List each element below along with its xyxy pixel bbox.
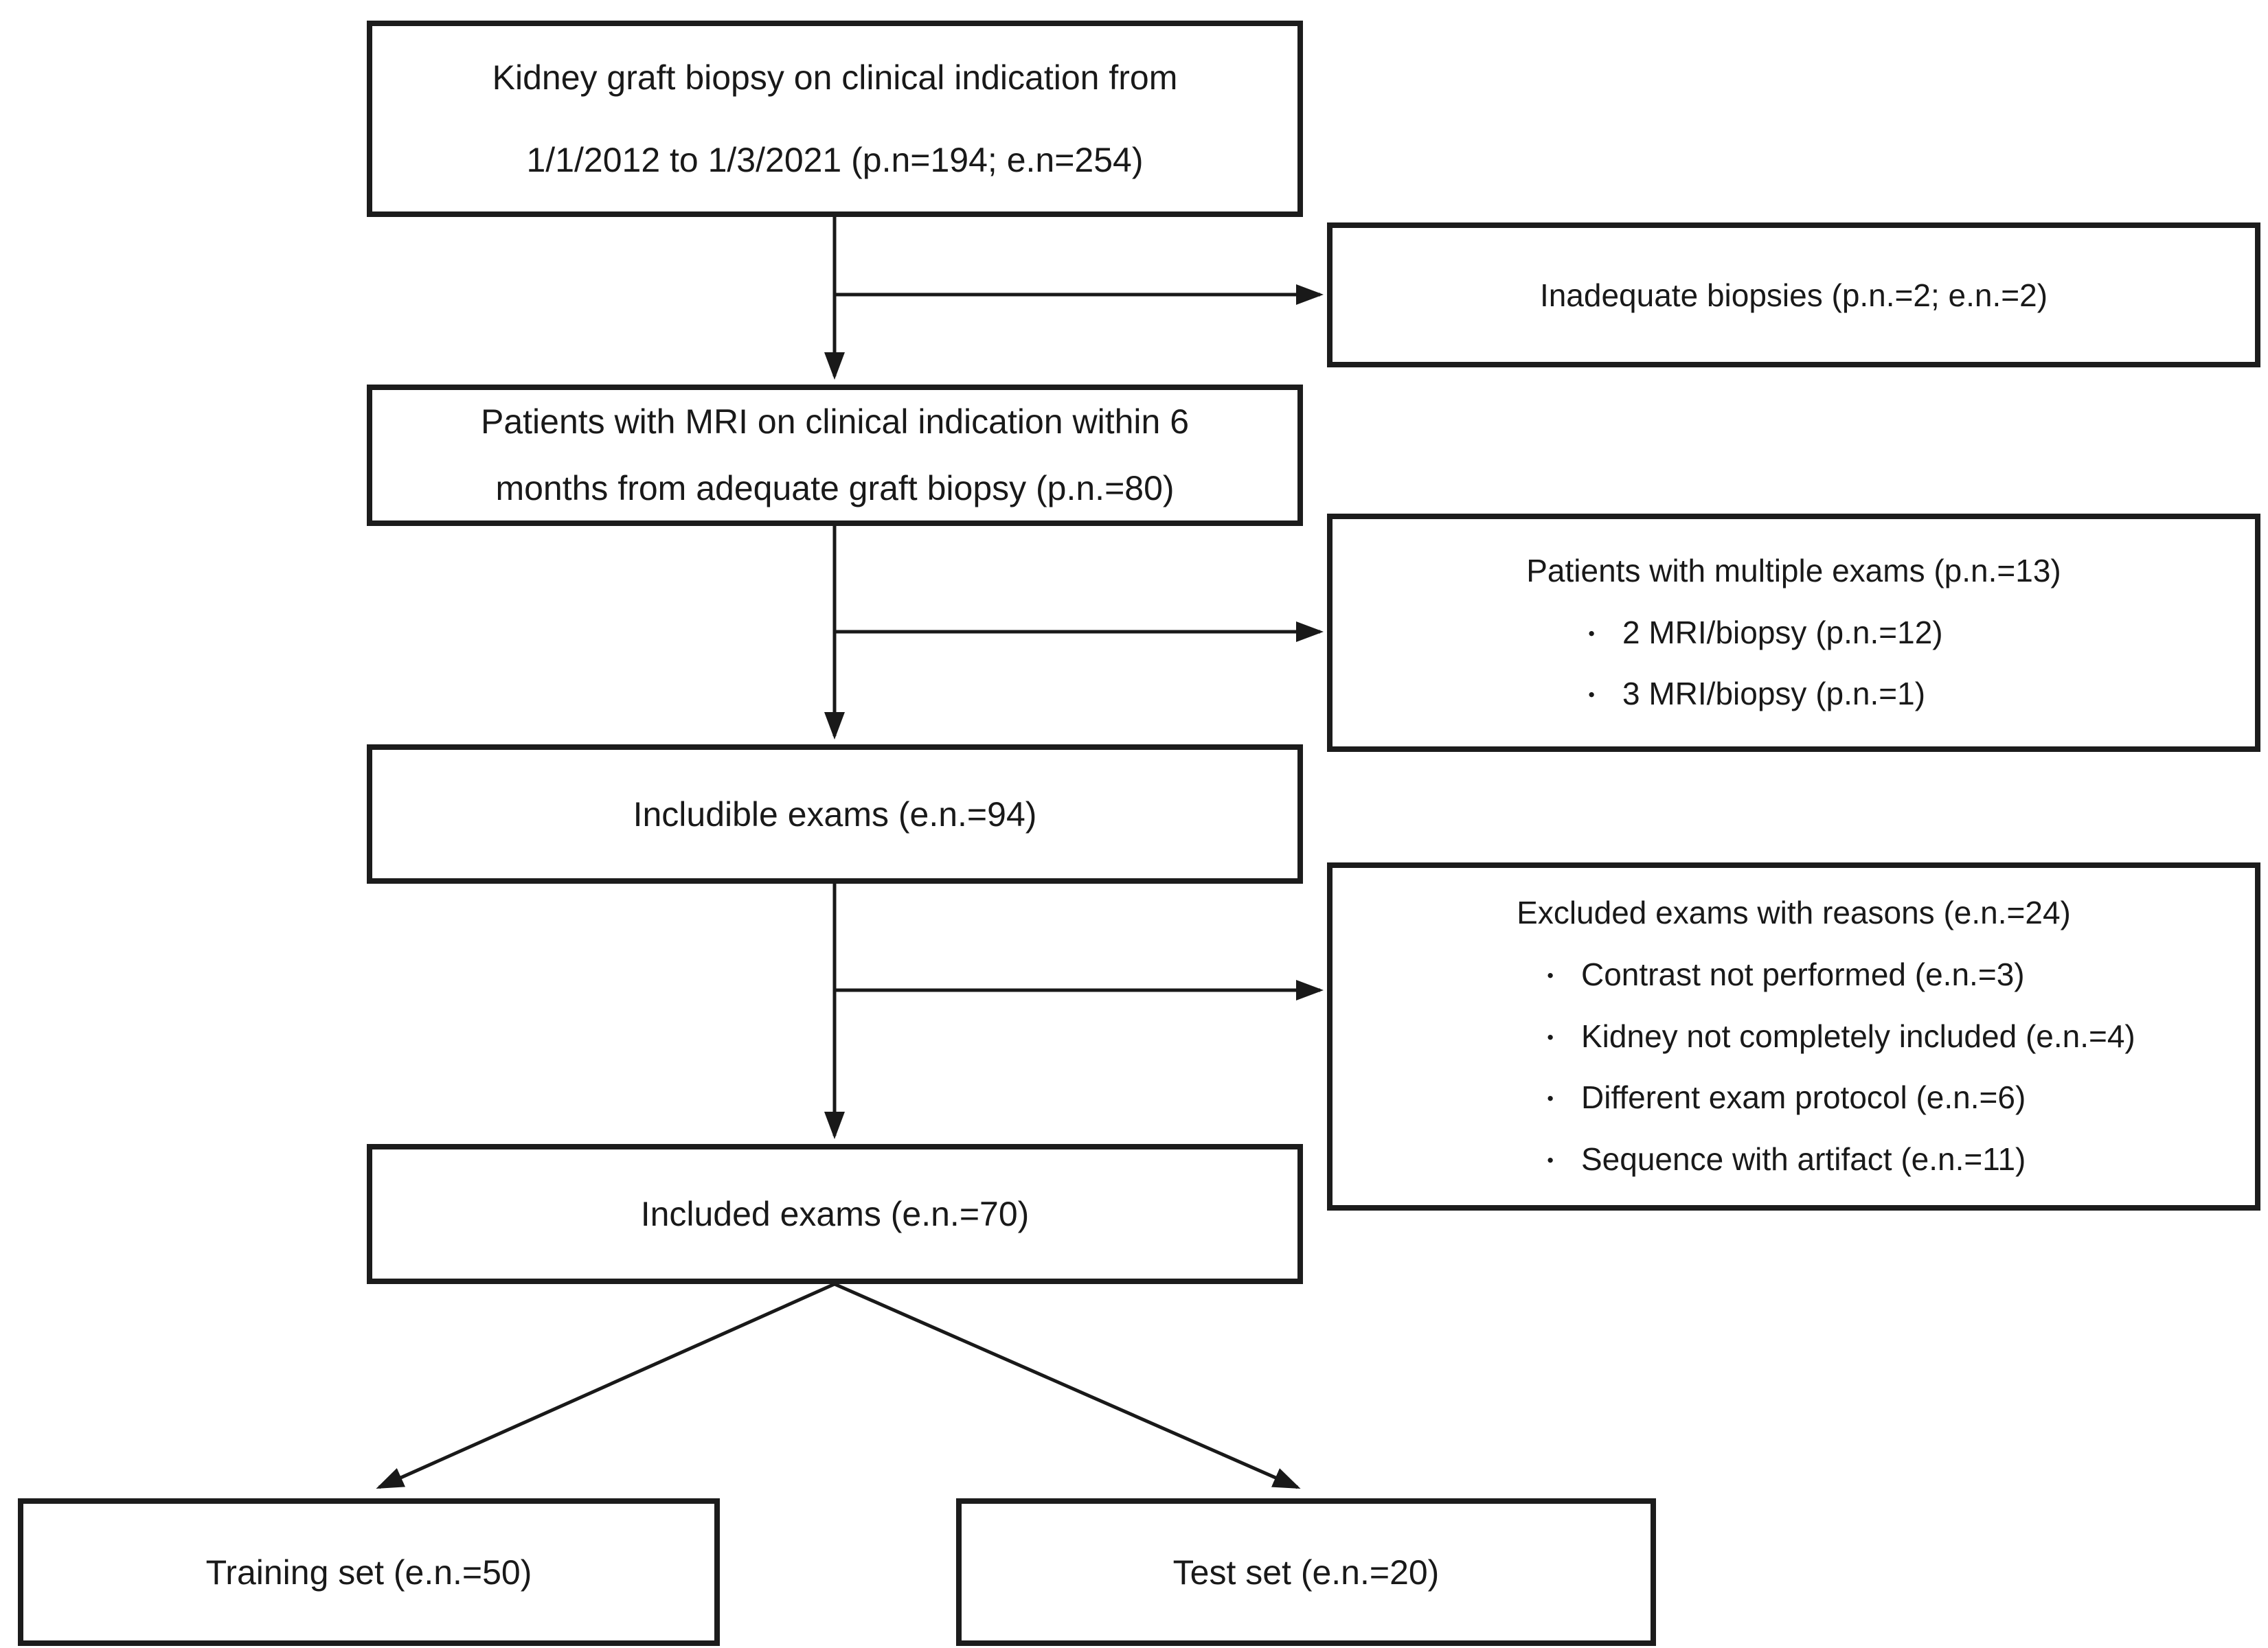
bullet-list: 2 MRI/biopsy (p.n.=12) 3 MRI/biopsy (p.n… [1333,602,2255,725]
box-title: Patients with multiple exams (p.n.=13) [1526,552,2061,588]
bullet-item-label: Kidney not completely included (e.n.=4) [1581,1018,2135,1054]
bullet-item-label: 2 MRI/biopsy (p.n.=12) [1622,614,1943,650]
box-included-exams: Included exams (e.n.=70) [367,1144,1303,1284]
box-text-line: Training set (e.n.=50) [205,1553,532,1592]
box-text-line: Included exams (e.n.=70) [640,1195,1030,1233]
box-includible-exams: Includible exams (e.n.=94) [367,744,1303,884]
box-text-line: Test set (e.n.=20) [1172,1553,1440,1592]
box-training-set: Training set (e.n.=50) [18,1498,720,1646]
box-kidney-graft-biopsy: Kidney graft biopsy on clinical indicati… [367,21,1303,217]
box-text-line: Inadequate biopsies (p.n.=2; e.n.=2) [1539,277,2048,313]
arrow-included-to-test-set [833,1282,1301,1489]
box-text-line: months from adequate graft biopsy (p.n.=… [495,469,1175,507]
bullet-item-label: Sequence with artifact (e.n.=11) [1581,1141,2026,1178]
arrow-included-to-training-set [376,1282,836,1489]
bullet-item-label: 3 MRI/biopsy (p.n.=1) [1622,676,1926,712]
bullet-item: Different exam protocol (e.n.=6) [1539,1067,2255,1129]
bullet-item: 2 MRI/biopsy (p.n.=12) [1580,602,2255,664]
box-patients-with-mri: Patients with MRI on clinical indication… [367,385,1303,526]
box-text-line: 1/1/2012 to 1/3/2021 (p.n=194; e.n=254) [526,141,1144,179]
bullet-item-label: Contrast not performed (e.n.=3) [1581,956,2025,992]
bullet-item: 3 MRI/biopsy (p.n.=1) [1580,663,2255,725]
box-test-set: Test set (e.n.=20) [956,1498,1656,1646]
bullet-item: Sequence with artifact (e.n.=11) [1539,1129,2255,1191]
box-text-line: Kidney graft biopsy on clinical indicati… [492,58,1178,97]
box-inadequate-biopsies: Inadequate biopsies (p.n.=2; e.n.=2) [1327,222,2260,367]
bullet-item: Contrast not performed (e.n.=3) [1539,944,2255,1006]
box-text-line: Patients with MRI on clinical indication… [480,402,1190,441]
box-patients-multiple-exams: Patients with multiple exams (p.n.=13) 2… [1327,514,2260,752]
box-title: Excluded exams with reasons (e.n.=24) [1517,895,2071,931]
bullet-item-label: Different exam protocol (e.n.=6) [1581,1079,2026,1116]
box-excluded-exams: Excluded exams with reasons (e.n.=24) Co… [1327,862,2260,1211]
box-text-line: Includible exams (e.n.=94) [633,794,1037,834]
bullet-item: Kidney not completely included (e.n.=4) [1539,1006,2255,1068]
bullet-list: Contrast not performed (e.n.=3) Kidney n… [1333,944,2255,1191]
